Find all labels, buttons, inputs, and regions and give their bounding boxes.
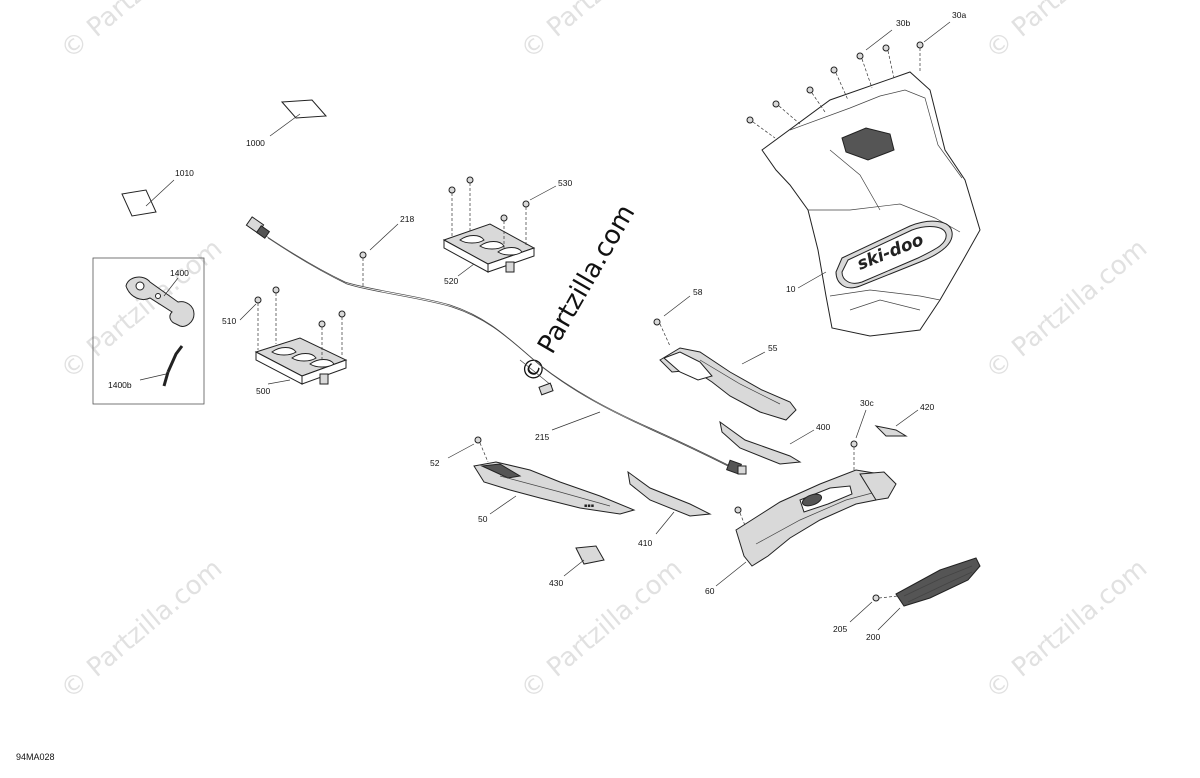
part-410-strip[interactable]: 410	[627, 470, 712, 548]
part-10-front-fascia[interactable]: ski-doo 10	[761, 71, 981, 337]
callout-30b: 30b	[896, 18, 910, 28]
part-30c-screw[interactable]: 30c	[850, 398, 874, 470]
part-50-side-panel[interactable]: ▪▪▪ 50	[473, 461, 636, 524]
part-30ab-fasteners[interactable]: 30b 30a	[746, 10, 966, 139]
watermark: © Partzilla.com	[55, 553, 228, 705]
watermark: © Partzilla.com	[980, 0, 1153, 65]
watermark: © Partzilla.com	[55, 233, 228, 385]
watermark: © Partzilla.com	[980, 553, 1153, 705]
watermark: © Partzilla.com	[55, 0, 228, 65]
callout-200: 200	[866, 632, 880, 642]
callout-410: 410	[638, 538, 652, 548]
callout-52: 52	[430, 458, 440, 468]
callout-1400b: 1400b	[108, 380, 132, 390]
part-1400-wrench[interactable]: 1400	[125, 268, 195, 327]
watermark: © Partzilla.com	[515, 0, 688, 65]
callout-1400: 1400	[170, 268, 189, 278]
callout-55: 55	[768, 343, 778, 353]
callout-1010: 1010	[175, 168, 194, 178]
part-510-screws[interactable]: 510	[222, 286, 346, 360]
callout-430: 430	[549, 578, 563, 588]
diagram-code: 94MA028	[16, 752, 55, 762]
part-215-wiring-harness[interactable]: 215	[245, 216, 747, 475]
watermark: © Partzilla.com	[980, 233, 1153, 385]
part-52-screw[interactable]: 52	[430, 436, 489, 468]
part-420-decal[interactable]: 420	[874, 402, 934, 437]
watermark-grid: © Partzilla.com © Partzilla.com © Partzi…	[55, 0, 1153, 705]
callout-60: 60	[705, 586, 715, 596]
callout-10: 10	[786, 284, 796, 294]
callout-30c: 30c	[860, 398, 874, 408]
callout-500: 500	[256, 386, 270, 396]
callout-510: 510	[222, 316, 236, 326]
callout-400: 400	[816, 422, 830, 432]
part-55-side-panel[interactable]: 55	[659, 343, 797, 421]
part-500-plate[interactable]: 500	[254, 337, 348, 396]
callout-420: 420	[920, 402, 934, 412]
callout-530: 530	[558, 178, 572, 188]
part-205-screw[interactable]: 205	[833, 594, 899, 634]
part-200-grille[interactable]: 200	[866, 557, 981, 642]
part-530-screws[interactable]: 530	[448, 176, 572, 248]
callout-1000: 1000	[246, 138, 265, 148]
part-58-screw[interactable]: 58	[653, 287, 703, 347]
callout-520: 520	[444, 276, 458, 286]
part-430-decal[interactable]: 430	[549, 545, 605, 588]
part-1400b-hex-key[interactable]: 1400b	[108, 345, 184, 390]
callout-50: 50	[478, 514, 488, 524]
callout-218: 218	[400, 214, 414, 224]
part-1000-decal[interactable]: 1000	[246, 99, 328, 148]
callout-30a: 30a	[952, 10, 966, 20]
callout-205: 205	[833, 624, 847, 634]
part-520-plate[interactable]: 520	[442, 223, 536, 286]
part-218-screw[interactable]: 218	[359, 214, 414, 288]
part-50-mark: ▪▪▪	[584, 503, 594, 509]
tool-kit-box[interactable]: 1400 1400b	[92, 257, 205, 405]
part-400-strip[interactable]: 400	[719, 420, 830, 465]
callout-215: 215	[535, 432, 549, 442]
part-60-housing[interactable]: 60	[705, 469, 897, 596]
watermark: © Partzilla.com	[515, 553, 688, 705]
callout-58: 58	[693, 287, 703, 297]
part-1010-decal[interactable]: 1010	[121, 168, 194, 217]
